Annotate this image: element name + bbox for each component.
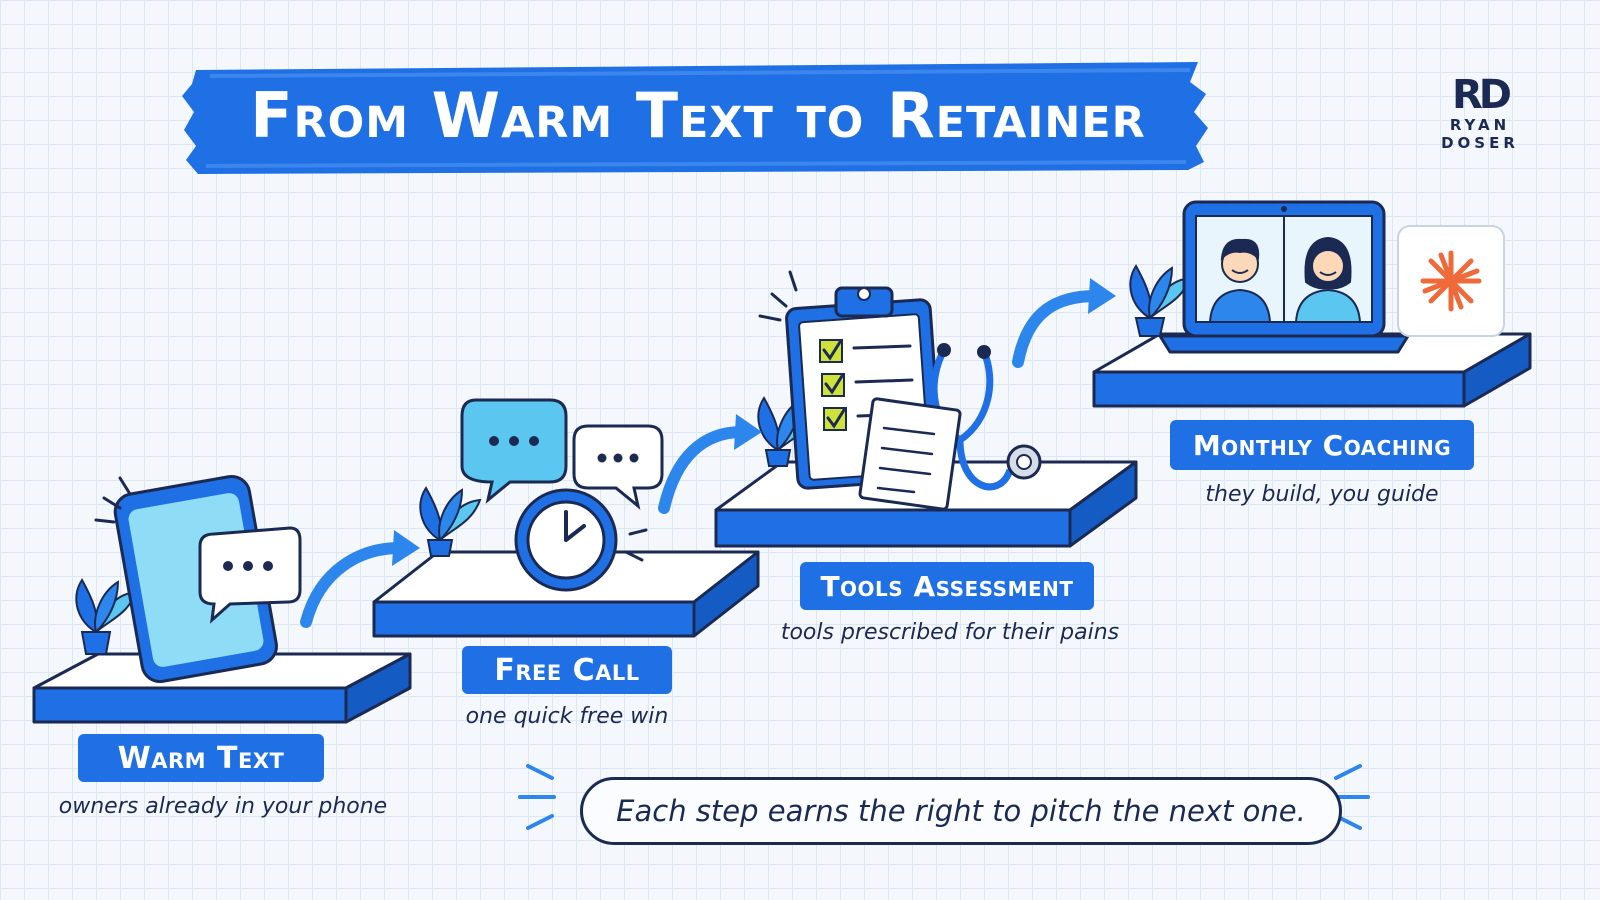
brand-logo: RD RYAN DOSER — [1430, 74, 1530, 152]
logo-mark: RD — [1451, 72, 1512, 118]
step-caption-monthly-coaching: they build, you guide — [1205, 482, 1439, 507]
plant-icon — [757, 397, 819, 467]
clipboard-stethoscope-icon — [758, 270, 1042, 511]
step-caption-warm-text: owners already in your phone — [58, 794, 388, 819]
step-caption-free-call: one quick free win — [465, 704, 669, 729]
footer-accent-left — [518, 764, 556, 830]
chat-clock-icon — [460, 398, 664, 592]
phone-chat-icon — [94, 475, 302, 684]
plant-icon — [1129, 265, 1191, 337]
plant-icon — [419, 487, 481, 557]
arrow-3-to-4 — [1012, 278, 1116, 368]
video-call-laptop-icon — [1158, 200, 1505, 354]
title-banner — [182, 62, 1208, 174]
arrow-1-to-2 — [300, 530, 420, 628]
logo-line-2: DOSER — [1441, 134, 1519, 152]
logo-line-1: RYAN — [1449, 116, 1511, 134]
step-label-free-call: Free Call — [462, 646, 672, 694]
page-title: From Warm Text to Retainer — [250, 78, 1146, 152]
step-label-tools-assessment: Tools Assessment — [800, 562, 1094, 610]
arrow-2-to-3 — [658, 414, 762, 514]
step-label-monthly-coaching: Monthly Coaching — [1170, 420, 1474, 470]
footer-message: Each step earns the right to pitch the n… — [580, 777, 1342, 845]
plant-icon — [75, 579, 137, 655]
step-caption-tools-assessment: tools prescribed for their pains — [780, 620, 1120, 645]
step-label-warm-text: Warm Text — [78, 734, 324, 782]
